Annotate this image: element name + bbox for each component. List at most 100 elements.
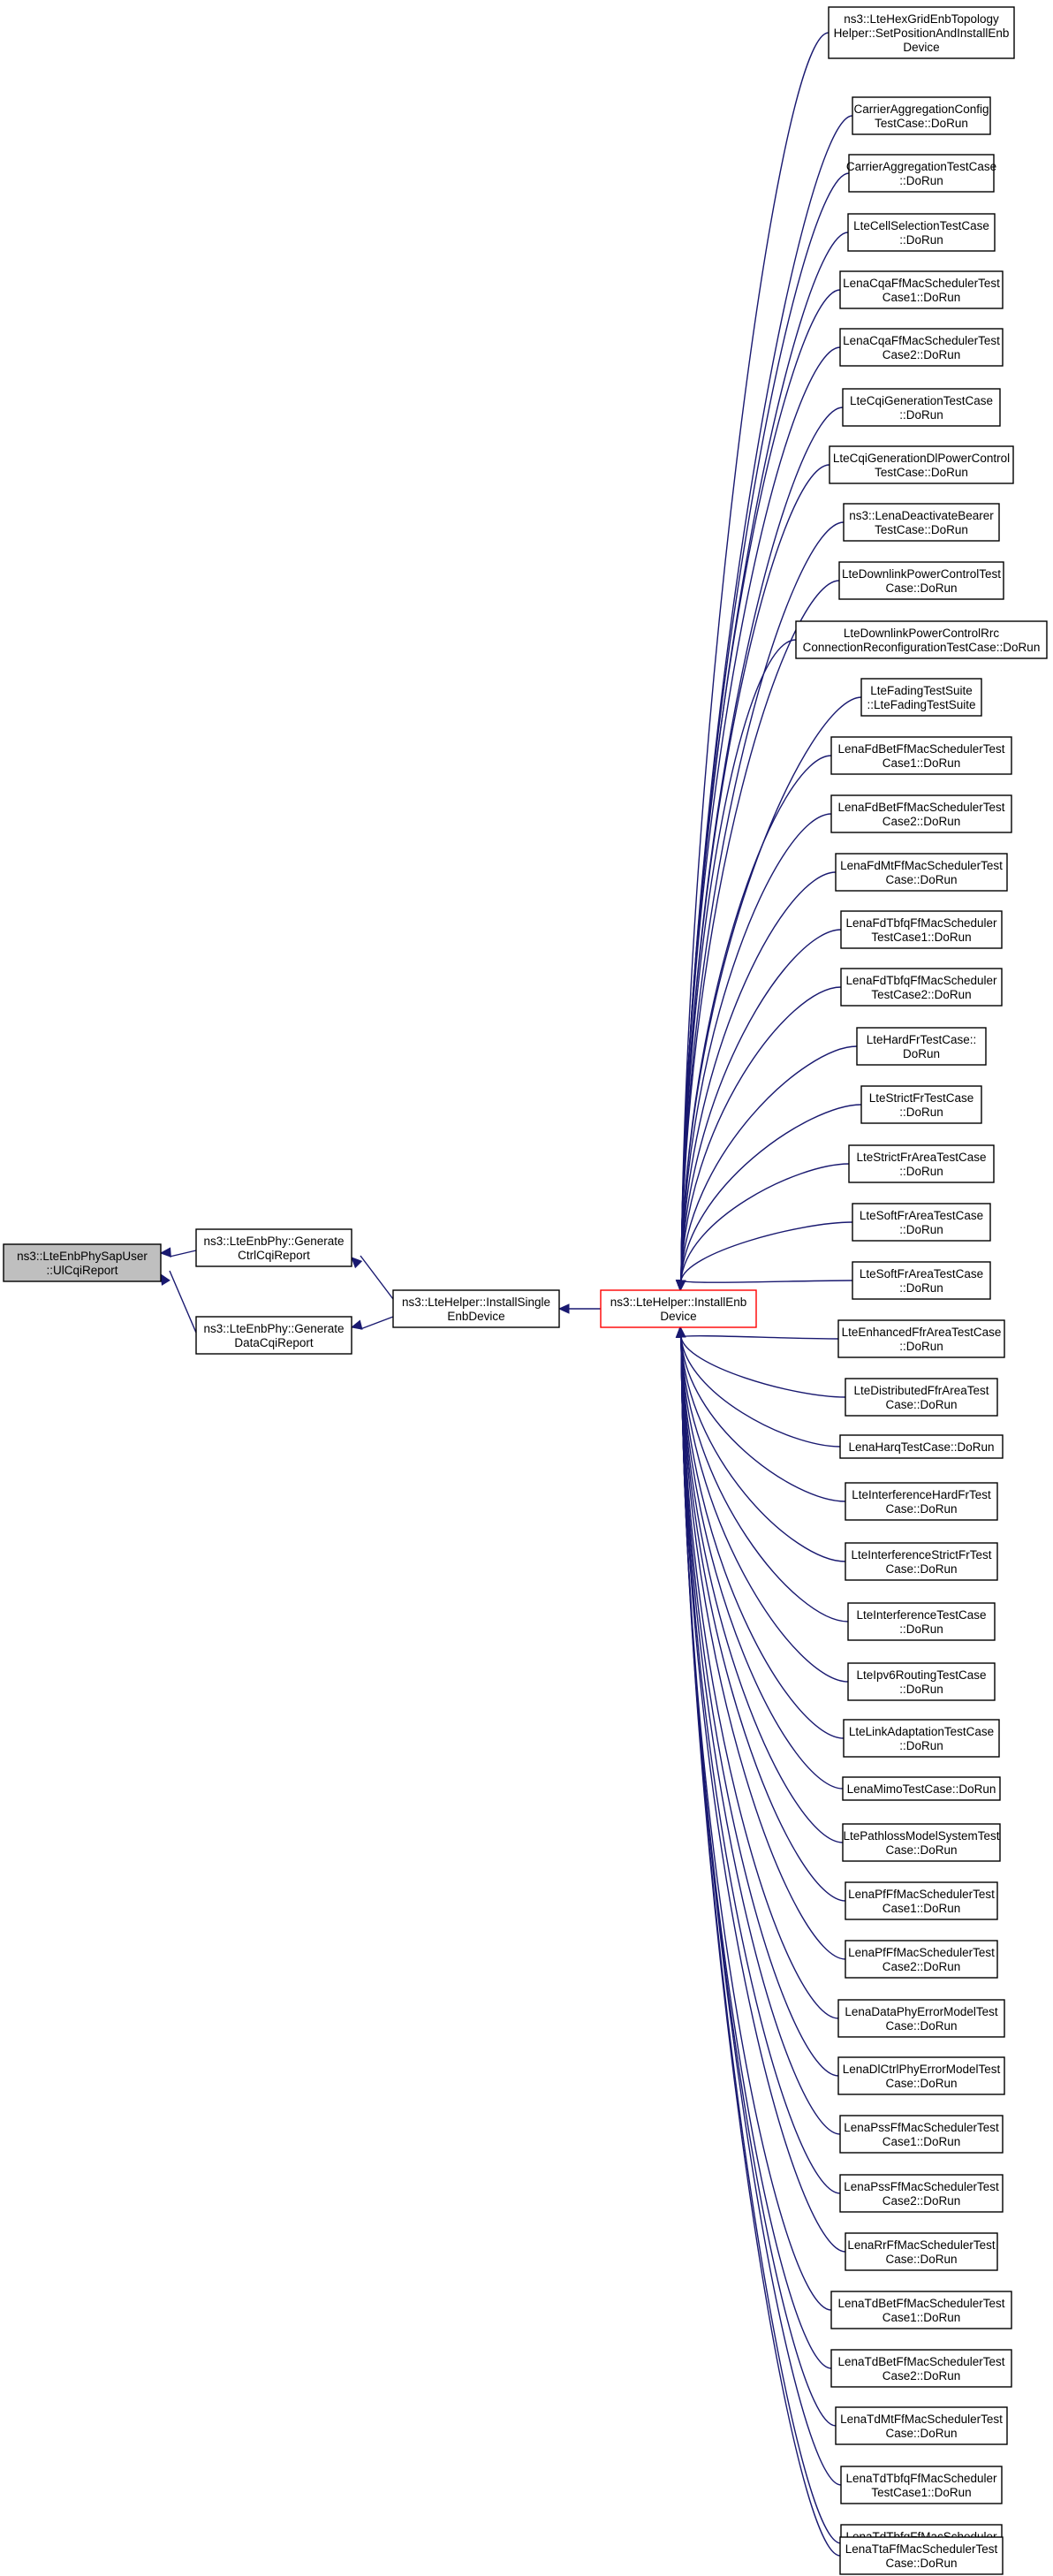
node-label-line: ::DoRun xyxy=(899,1739,943,1752)
edge-line xyxy=(680,1163,850,1281)
edge-ctrl-to-root xyxy=(159,1247,197,1258)
caller-node[interactable]: LteStrictFrAreaTestCase::DoRun xyxy=(848,1144,995,1183)
edge-caller-to-hub xyxy=(675,755,832,1292)
node-box xyxy=(845,1940,998,1979)
edge-line xyxy=(680,1336,844,1843)
node-label-line: ConnectionReconfigurationTestCase::DoRun xyxy=(803,641,1041,654)
edge-caller-to-hub xyxy=(675,232,849,1292)
arrowhead xyxy=(159,1247,171,1258)
edge-line xyxy=(680,1336,845,1739)
node-label-line: Case2::DoRun xyxy=(883,1960,961,1973)
caller-node[interactable]: LteCellSelectionTestCase::DoRun xyxy=(847,213,996,252)
node-label-line: Case::DoRun xyxy=(885,2019,957,2033)
node-label-line: ::LteFadingTestSuite xyxy=(867,698,975,711)
arrowhead xyxy=(351,1257,363,1269)
edge-caller-to-hub xyxy=(675,1326,841,1448)
caller-node[interactable]: LteFadingTestSuite::LteFadingTestSuite xyxy=(860,678,982,717)
caller-node[interactable]: LteInterferenceTestCase::DoRun xyxy=(847,1602,996,1641)
node-box xyxy=(840,910,1003,949)
node-label-line: LenaDataPhyErrorModelTest xyxy=(845,2005,998,2018)
caller-node[interactable]: LteCqiGenerationDlPowerControlTestCase::… xyxy=(829,445,1014,484)
caller-node[interactable]: LteLinkAdaptationTestCase::DoRun xyxy=(843,1719,1000,1758)
edge-single-to-data xyxy=(350,1316,394,1330)
caller-node[interactable]: LteHardFrTestCase::DoRun xyxy=(856,1027,987,1066)
node-label-line: LenaFdTbfqFfMacScheduler xyxy=(845,916,997,930)
node-label-line: CtrlCqiReport xyxy=(238,1249,310,1262)
node-label-line: LteInterferenceStrictFrTest xyxy=(851,1548,991,1562)
node-label-line: EnbDevice xyxy=(447,1310,504,1323)
arrowhead xyxy=(675,1280,686,1292)
node-label-line: LteSoftFrAreaTestCase xyxy=(860,1209,983,1222)
caller-node[interactable]: CarrierAggregationTestCase::DoRun xyxy=(846,154,996,193)
caller-node[interactable]: LenaHarqTestCase::DoRun xyxy=(839,1434,1004,1459)
node-label-line: ::DoRun xyxy=(899,1622,943,1636)
node-label-line: Case1::DoRun xyxy=(883,291,961,304)
caller-node[interactable]: LteEnhancedFfrAreaTestCase::DoRun xyxy=(837,1319,1005,1358)
node-box xyxy=(835,2406,1008,2445)
node-label-line: Case::DoRun xyxy=(885,581,957,595)
node-label-line: TestCase::DoRun xyxy=(875,466,968,479)
caller-node[interactable]: LenaMimoTestCase::DoRun xyxy=(842,1776,1001,1801)
edge-caller-to-hub xyxy=(675,1326,841,2557)
root-node-ulcqireport[interactable]: ns3::LteEnbPhySapUser::UlCqiReport xyxy=(3,1243,162,1282)
node-label-line: LteHardFrTestCase:: xyxy=(867,1033,977,1046)
caller-node[interactable]: LteCqiGenerationTestCase::DoRun xyxy=(842,388,1001,427)
node-box xyxy=(195,1228,352,1267)
caller-node[interactable]: LteIpv6RoutingTestCase::DoRun xyxy=(847,1662,996,1701)
edge-line xyxy=(680,1335,839,1340)
edge-line xyxy=(680,1336,832,2311)
arrowhead xyxy=(675,1326,686,1338)
arrowhead xyxy=(557,1303,570,1314)
edge-line xyxy=(169,1270,197,1334)
node-box xyxy=(830,736,1012,775)
caller-node[interactable]: LteSoftFrAreaTestCase::DoRun xyxy=(852,1203,991,1242)
edge-line xyxy=(680,1336,842,2544)
edge-caller-to-hub xyxy=(675,172,850,1292)
caller-node[interactable]: LteDownlinkPowerControlRrcConnectionReco… xyxy=(795,620,1048,659)
node-box xyxy=(845,1482,998,1521)
node-label-line: ns3::LteHexGridEnbTopology xyxy=(844,12,999,26)
node-label-line: LteDownlinkPowerControlRrc xyxy=(844,627,1000,640)
node-label-line: Case1::DoRun xyxy=(883,1902,961,1915)
edge-caller-to-hub xyxy=(675,639,797,1292)
caller-node[interactable]: LteSoftFrAreaTestCase::DoRun xyxy=(852,1261,991,1300)
caller-node[interactable]: ns3::LteHexGridEnbTopologyHelper::SetPos… xyxy=(828,6,1015,59)
node-box xyxy=(847,1602,996,1641)
edge-caller-to-hub xyxy=(675,289,841,1292)
edge-line xyxy=(680,1336,841,2557)
edge-line xyxy=(680,1221,853,1281)
caller-node[interactable]: LteStrictFrTestCase::DoRun xyxy=(860,1085,982,1124)
node-label-line: TestCase1::DoRun xyxy=(871,2486,971,2499)
node-label-line: LenaFdBetFfMacSchedulerTest xyxy=(837,801,1004,814)
